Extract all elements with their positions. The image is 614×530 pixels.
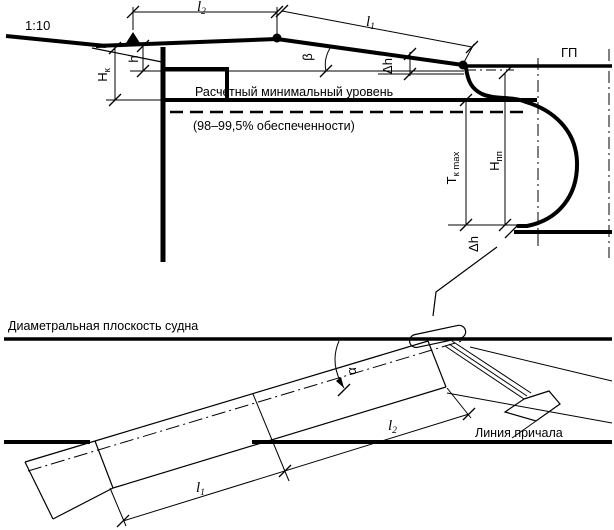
deck-level-label: ГП bbox=[561, 45, 577, 60]
section-view: 1:10 ГП Расчетный минимальный уровень (9… bbox=[5, 0, 612, 262]
dp-label: Диаметральная плоскость судна bbox=[8, 319, 198, 333]
dim-h: h bbox=[126, 39, 150, 78]
gangway-lower-edge bbox=[112, 386, 447, 489]
dim-tick bbox=[462, 407, 476, 421]
alpha-arrowhead bbox=[336, 377, 344, 388]
dim-tick bbox=[108, 93, 122, 107]
dim-chain: l1 l2 bbox=[109, 387, 476, 528]
dim-Hpp: Нпп bbox=[487, 66, 512, 225]
dim-l1: l1 bbox=[275, 4, 479, 65]
Hpp-label: Нпп bbox=[487, 151, 505, 171]
dim-tick bbox=[270, 5, 284, 19]
beta-arc bbox=[324, 44, 333, 72]
flare-upper bbox=[24, 440, 96, 463]
dim-ext-head bbox=[446, 387, 472, 419]
berth-deck-line bbox=[95, 37, 278, 48]
gangway-tail-flare bbox=[24, 440, 114, 520]
alpha-label: α bbox=[344, 367, 359, 375]
gangway-joint-line bbox=[252, 393, 290, 482]
dim-ext-tail bbox=[109, 487, 127, 527]
dim-tick bbox=[126, 5, 140, 19]
dim-Hk: Нк bbox=[95, 41, 162, 107]
dim-chain-line bbox=[122, 413, 470, 522]
dim-l2-label: l2 bbox=[197, 0, 206, 17]
gangway-centerline bbox=[27, 340, 463, 472]
Tk-max-label: Тк max bbox=[444, 151, 462, 184]
gangway-upper-edge bbox=[94, 340, 429, 442]
delta-h-top-label: Δh bbox=[380, 58, 395, 74]
bridge-line bbox=[448, 343, 528, 397]
dim-tick bbox=[136, 64, 150, 78]
transition-bridge-lines bbox=[444, 340, 532, 400]
shore-support-leg bbox=[511, 420, 537, 439]
dim-beta: β bbox=[300, 44, 333, 78]
gangway-tail-edge bbox=[94, 440, 114, 489]
delta-h-bottom-label: Δh bbox=[466, 236, 481, 252]
dim-delta-h-bottom: Δh bbox=[466, 218, 518, 252]
slope-line bbox=[5, 34, 107, 48]
probability-level-label: (98–99,5% обеспеченности) bbox=[193, 119, 355, 133]
dim-l2-label: l2 bbox=[388, 418, 397, 436]
h-label: h bbox=[126, 55, 141, 62]
ship-hull-outline bbox=[464, 66, 580, 228]
dim-tick bbox=[498, 66, 512, 80]
slope-ratio-label: 1:10 bbox=[25, 18, 50, 33]
dim-tick bbox=[459, 218, 473, 232]
support-triangle bbox=[126, 32, 140, 43]
shore-support-outline bbox=[503, 390, 561, 422]
dim-tick bbox=[504, 225, 518, 239]
wall-step bbox=[163, 67, 229, 100]
bridge-line bbox=[451, 340, 532, 394]
dim-tick bbox=[275, 4, 289, 18]
dim-l2: l2 bbox=[126, 0, 284, 34]
shore-edge-upper bbox=[469, 346, 613, 382]
gangway-head-edge bbox=[427, 340, 447, 388]
plan-view: Диаметральная плоскость судна Линия прич… bbox=[4, 246, 613, 528]
dim-tick bbox=[403, 47, 417, 61]
dim-tick bbox=[459, 93, 473, 107]
bridge-line bbox=[444, 345, 525, 400]
dim-tick bbox=[108, 41, 122, 55]
dim-Tk-max: Тк max bbox=[444, 93, 473, 232]
dim-tick bbox=[136, 39, 150, 53]
dim-tick bbox=[116, 514, 130, 528]
dim-alpha: α bbox=[334, 340, 359, 397]
leader-line bbox=[432, 246, 498, 317]
flare-end bbox=[24, 461, 54, 520]
head-platform bbox=[408, 324, 467, 349]
dim-delta-h-top: Δh bbox=[378, 47, 464, 81]
shore-edge-lower bbox=[446, 392, 613, 424]
dim-l1-line bbox=[281, 10, 473, 48]
dim-tick bbox=[319, 64, 333, 78]
dim-tick bbox=[465, 40, 479, 54]
slope-underside-line bbox=[91, 47, 163, 63]
dim-tick bbox=[498, 218, 512, 232]
min-level-label: Расчетный минимальный уровень bbox=[195, 85, 393, 99]
Hk-label: Нк bbox=[95, 67, 113, 81]
dim-tick bbox=[278, 464, 292, 478]
flare-lower bbox=[52, 487, 114, 520]
dim-l1-label: l1 bbox=[196, 480, 205, 498]
dim-l1-label: l1 bbox=[366, 14, 375, 32]
ramp-line bbox=[276, 37, 464, 67]
beta-label: β bbox=[300, 53, 315, 60]
dim-tick bbox=[337, 383, 351, 397]
